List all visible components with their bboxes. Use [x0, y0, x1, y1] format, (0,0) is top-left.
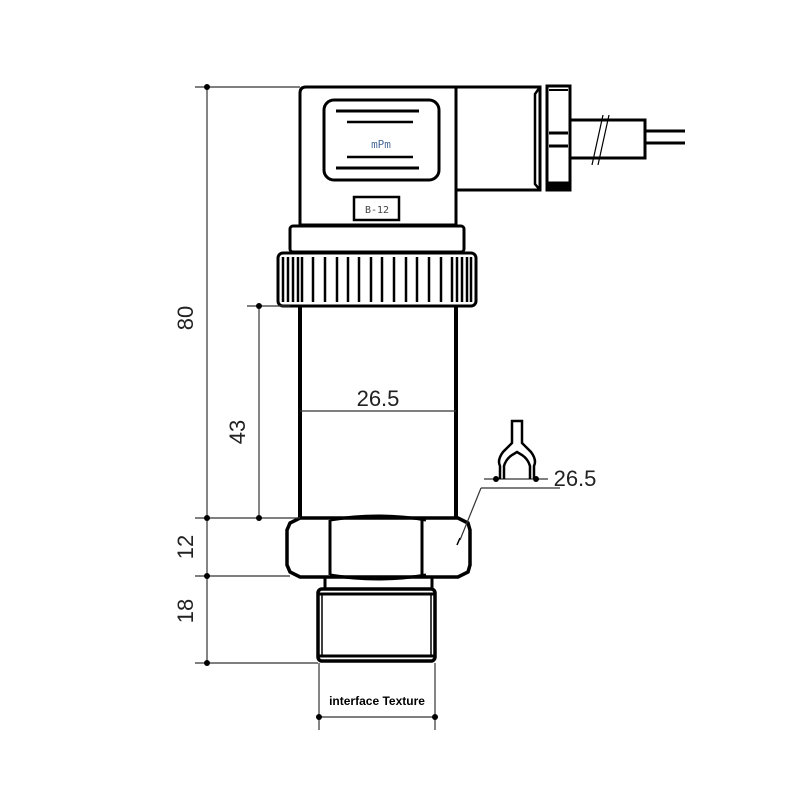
- connector-head: [298, 85, 542, 227]
- dimension-lines: [195, 84, 560, 730]
- thread-fitting: [316, 575, 437, 663]
- body-diameter-label: 26.5: [357, 386, 400, 411]
- thread-height-label: 18: [173, 599, 198, 623]
- thread-type-label: interface Texture: [329, 694, 425, 708]
- wrench-icon: [497, 419, 537, 479]
- wrench-size-label: 26.5: [554, 466, 597, 491]
- cable-gland: [533, 84, 685, 192]
- knurled-nut: [276, 251, 478, 308]
- model-tag: B-12: [365, 205, 389, 216]
- overall-height-label: 80: [173, 306, 198, 330]
- hex-nut: [285, 514, 472, 581]
- sensor-body: [298, 306, 458, 518]
- collar: [288, 224, 466, 254]
- body-height-label: 43: [225, 420, 250, 444]
- display-label: mPm: [371, 138, 391, 151]
- hex-height-label: 12: [173, 535, 198, 559]
